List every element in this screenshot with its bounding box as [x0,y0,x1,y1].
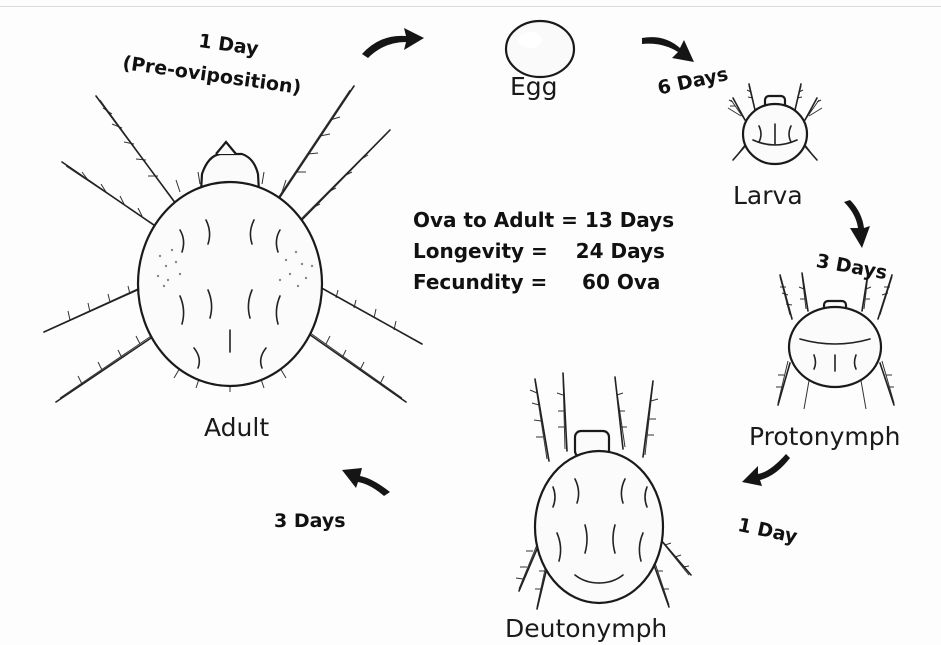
stat-row-fecundity: Fecundity = 60 Ova [413,267,674,298]
larva-mite-icon [725,80,825,180]
adult-mite-icon [30,80,440,410]
protonymph-mite-icon [770,275,900,415]
top-border [0,6,941,7]
arrow-adult-to-egg [358,24,428,60]
duration-adult-to-egg: 1 Day [197,32,259,59]
life-table-stats: Ova to Adult = 13 Days Longevity = 24 Da… [413,205,674,298]
stage-label-egg: Egg [510,74,558,99]
duration-protonymph-to-deutonymph: 1 Day [736,516,799,547]
stat-row-ova-to-adult: Ova to Adult = 13 Days [413,205,674,236]
stat-value: 24 Days [576,236,665,267]
stage-label-protonymph: Protonymph [749,424,900,449]
stat-value: 13 Days [585,205,674,236]
arrow-protonymph-to-deutonymph [740,452,792,488]
stage-label-deutonymph: Deutonymph [505,616,667,641]
stat-label: Ova to Adult = [413,205,585,236]
stat-row-longevity: Longevity = 24 Days [413,236,674,267]
arrow-larva-to-protonymph [838,200,874,250]
duration-egg-to-larva: 6 Days [656,65,730,98]
stat-label: Fecundity = [413,267,575,298]
arrow-deutonymph-to-adult [340,462,394,498]
stat-label: Longevity = [413,236,576,267]
stat-value: 60 Ova [575,267,660,298]
duration-deutonymph-to-adult: 3 Days [274,512,346,531]
stage-label-adult: Adult [204,415,269,440]
egg-icon [500,20,584,80]
deutonymph-mite-icon [505,375,700,615]
stage-label-larva: Larva [733,183,803,208]
arrow-egg-to-larva [640,30,700,66]
